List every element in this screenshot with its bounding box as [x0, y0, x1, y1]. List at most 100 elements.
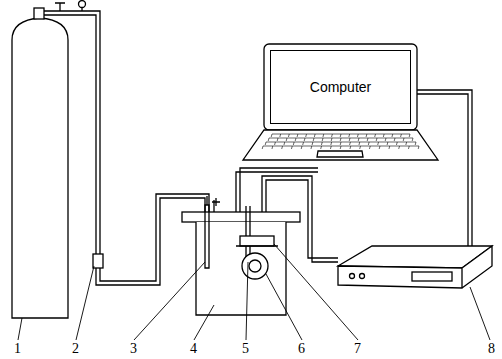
key-divider	[305, 134, 307, 137]
key-divider	[349, 146, 351, 149]
key-divider	[359, 146, 361, 149]
electrode-cable	[236, 168, 318, 212]
screen-box: Computer	[270, 50, 411, 124]
key-divider	[385, 138, 387, 141]
screen-label: Computer	[310, 79, 371, 95]
key-divider	[271, 134, 273, 137]
key-divider	[295, 138, 297, 141]
specimen-center	[249, 260, 261, 272]
key-divider	[412, 138, 414, 141]
specimen-disc	[242, 253, 268, 279]
callout-number: 4	[190, 342, 197, 356]
workstation-display	[412, 272, 452, 281]
key-divider	[304, 138, 306, 141]
key-divider	[271, 146, 273, 149]
key-divider	[349, 138, 351, 141]
gas-inlet-tube	[205, 196, 209, 268]
key-divider	[418, 146, 420, 149]
callout-number: 7	[354, 342, 361, 356]
flowmeter	[93, 254, 103, 268]
callout-number: 6	[298, 342, 305, 356]
key-divider	[331, 134, 333, 137]
callout-number: 1	[14, 342, 21, 356]
key-divider	[293, 142, 295, 145]
key-divider	[286, 138, 288, 141]
key-divider	[358, 142, 360, 145]
knob	[360, 274, 365, 279]
electrode-cable	[262, 176, 338, 262]
key-divider	[268, 138, 270, 141]
laptop-lid	[264, 44, 417, 130]
key-divider	[330, 146, 332, 149]
key-divider	[320, 146, 322, 149]
key-divider	[368, 142, 370, 145]
key-divider	[398, 146, 400, 149]
key-divider	[388, 146, 390, 149]
key-divider	[281, 146, 283, 149]
key-divider	[367, 138, 369, 141]
key-divider	[330, 142, 332, 145]
gas-cylinder	[12, 18, 68, 318]
key-divider	[348, 134, 350, 137]
callout-number: 3	[130, 342, 137, 356]
key-divider	[297, 134, 299, 137]
specimen-holder	[240, 236, 274, 246]
key-divider	[331, 138, 333, 141]
key-divider	[302, 142, 304, 145]
valve-handle	[55, 3, 65, 11]
pressure-gauge	[79, 1, 86, 8]
callout-number: 8	[488, 342, 495, 356]
key-divider	[310, 146, 312, 149]
key-divider	[322, 138, 324, 141]
key-divider	[322, 134, 324, 137]
key-divider	[340, 146, 342, 149]
cylinder-valve	[34, 8, 44, 19]
cell-lid	[182, 212, 300, 222]
inlet-valve	[212, 198, 220, 206]
gas-tube	[96, 194, 209, 285]
workstation-body	[338, 246, 492, 288]
key-divider	[396, 142, 398, 145]
key-divider	[340, 142, 342, 145]
key-divider	[408, 146, 410, 149]
key-divider	[340, 138, 342, 141]
key-divider	[314, 134, 316, 137]
holder-plate	[236, 245, 278, 246]
key-divider	[383, 134, 385, 137]
key-divider	[262, 146, 264, 149]
key-divider	[357, 134, 359, 137]
key-divider	[301, 146, 303, 149]
key-divider	[283, 142, 285, 145]
key-divider	[376, 138, 378, 141]
laptop-base	[243, 130, 438, 160]
key-divider	[377, 142, 379, 145]
key-divider	[321, 142, 323, 145]
key-divider	[358, 138, 360, 141]
key-divider	[366, 134, 368, 137]
key-divider	[391, 134, 393, 137]
key-divider	[379, 146, 381, 149]
key-divider	[403, 138, 405, 141]
inlet-stem	[213, 200, 214, 212]
key-divider	[405, 142, 407, 145]
leader-lines	[18, 244, 490, 340]
key-divider	[415, 142, 417, 145]
knob	[350, 274, 355, 279]
computer-cable	[417, 90, 472, 248]
key-divider	[291, 146, 293, 149]
key-divider	[340, 134, 342, 137]
keyboard	[262, 134, 419, 149]
key-divider	[349, 142, 351, 145]
key-divider	[277, 138, 279, 141]
gas-line	[44, 11, 100, 254]
key-divider	[394, 138, 396, 141]
key-divider	[288, 134, 290, 137]
touchpad	[317, 151, 363, 157]
key-divider	[274, 142, 276, 145]
callout-number: 5	[242, 342, 249, 356]
key-divider	[374, 134, 376, 137]
key-divider	[409, 134, 411, 137]
